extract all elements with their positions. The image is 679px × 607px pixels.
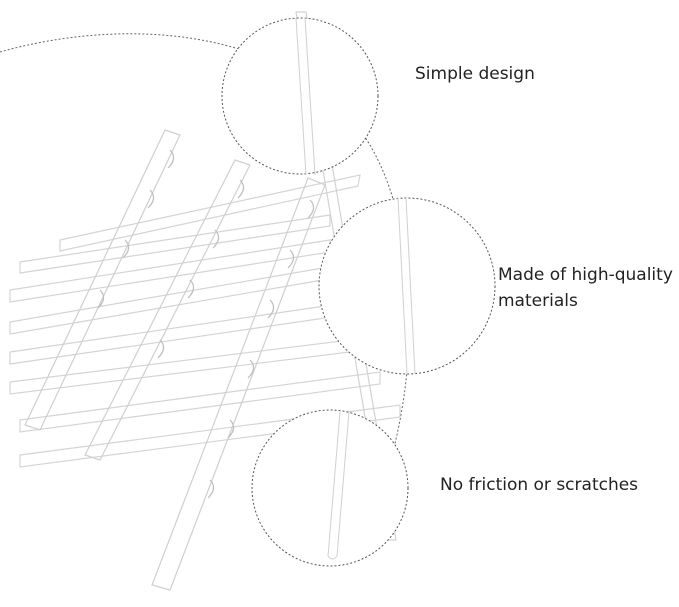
zoom-circle-top [221,17,379,175]
feature-label-simple-design: Simple design [415,64,535,84]
feature-label-no-friction: No friction or scratches [440,475,639,495]
straight-rod [295,11,397,541]
twisted-rods [24,129,326,591]
zoom-circle-bottom [251,409,409,567]
horizontal-rods [9,174,401,468]
feature-label-materials-line2: materials [498,291,578,311]
zoom-circle-middle [318,197,496,375]
feature-label-materials-line1: Made of high-quality [498,265,673,285]
feature-label-materials: Made of high-quality materials [498,262,673,314]
background-circle [0,33,410,561]
